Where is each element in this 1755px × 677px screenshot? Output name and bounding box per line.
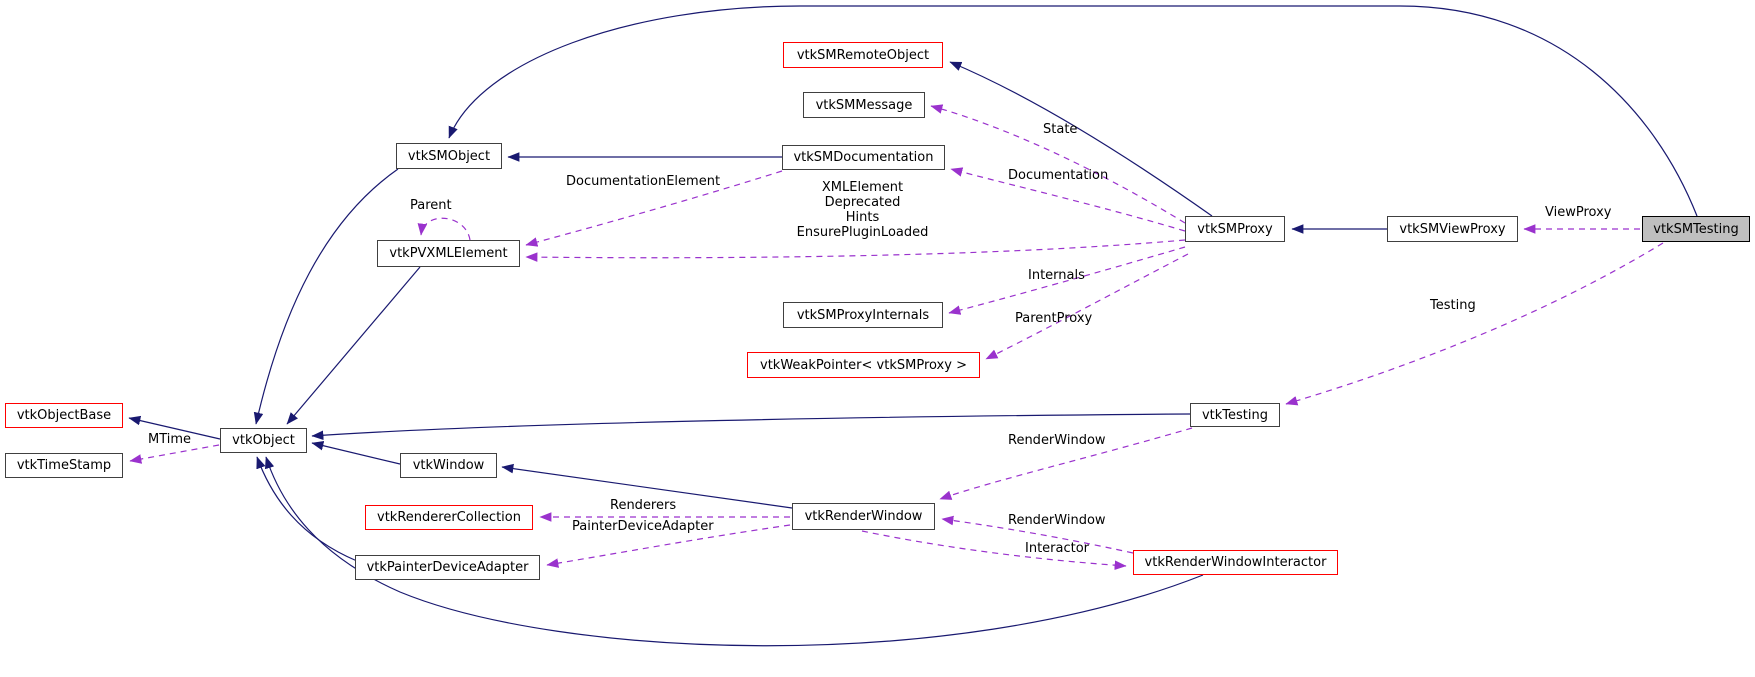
node-vtkSMViewProxy[interactable]: vtkSMViewProxy [1387,216,1518,242]
edge-parentproxy [985,253,1189,360]
node-vtkWindow[interactable]: vtkWindow [400,453,497,478]
node-vtkObjectBase[interactable]: vtkObjectBase [5,403,123,428]
edge-internals [948,246,1186,315]
edge-label-renderwindow-testing: RenderWindow [1008,433,1106,448]
edge-label-mtime: MTime [148,432,192,447]
node-vtkRenderWindow[interactable]: vtkRenderWindow [792,503,935,530]
edge-renderwindow-from-testing [939,427,1193,500]
edge-mtime [129,444,220,464]
edge-label-documentation: Documentation [1008,168,1109,183]
edge-label-renderwindow-interactor: RenderWindow [1008,513,1106,528]
edge-window-to-object [311,440,401,465]
edge-testing-to-object [311,413,1191,441]
node-vtkRendererCollection[interactable]: vtkRendererCollection [365,505,533,530]
node-vtkSMProxyInternals[interactable]: vtkSMProxyInternals [783,302,943,328]
edge-documentation [950,167,1186,232]
edge-documentation-element [525,170,783,247]
edge-pvxmlelement-to-object [286,266,421,425]
node-vtkSMObject[interactable]: vtkSMObject [396,143,502,169]
node-vtkRenderWindowInteractor[interactable]: vtkRenderWindowInteractor [1133,550,1338,575]
node-vtkPainterDeviceAdapter[interactable]: vtkPainterDeviceAdapter [355,555,540,580]
node-vtkPVXMLElement[interactable]: vtkPVXMLElement [377,240,520,267]
node-vtkSMTesting[interactable]: vtkSMTesting [1642,216,1750,242]
edge-label-renderers: Renderers [610,498,677,513]
node-vtkSMProxy[interactable]: vtkSMProxy [1185,216,1285,242]
edge-label-parentproxy: ParentProxy [1015,311,1093,326]
edge-smtesting-to-smobject [448,5,1698,217]
node-vtkTimeStamp[interactable]: vtkTimeStamp [5,453,123,478]
edge-painterdeviceadapter-to-object [256,456,358,562]
node-vtkObject[interactable]: vtkObject [220,428,307,453]
node-vtkSMRemoteObject[interactable]: vtkSMRemoteObject [783,42,943,68]
edge-label-internals: Internals [1028,268,1085,283]
edge-painterdeviceadapter [546,524,791,568]
edge-label-viewproxy: ViewProxy [1545,205,1612,220]
edge-renderwindowinteractor-to-object [264,456,1204,647]
edge-label-xmlelement-group: XMLElement Deprecated Hints EnsurePlugin… [795,180,930,240]
edge-label-deprecated: Deprecated [824,195,901,210]
edge-renderwindow-from-interactor [941,515,1134,554]
edge-label-testing: Testing [1430,298,1476,313]
edge-interactor [861,530,1127,570]
edge-label-interactor: Interactor [1025,541,1090,556]
edge-renderwindow-to-window [501,463,793,509]
edge-smproxy-to-smremoteobject [949,61,1213,217]
node-vtkSMDocumentation[interactable]: vtkSMDocumentation [782,145,945,170]
edge-object-to-objectbase [128,415,221,440]
edge-label-ensure-plugin-loaded: EnsurePluginLoaded [796,225,929,240]
edge-label-hints: Hints [845,210,880,225]
edge-xmlelement-group [525,239,1186,262]
edge-label-parent: Parent [410,198,452,213]
edge-parent-self-loop [417,217,471,241]
edge-label-state: State [1043,122,1078,137]
edge-state [930,104,1186,224]
edge-label-xml-element: XMLElement [821,180,904,195]
node-vtkSMMessage[interactable]: vtkSMMessage [803,92,925,118]
edge-label-documentation-element: DocumentationElement [566,174,721,189]
node-vtkTesting[interactable]: vtkTesting [1190,403,1280,427]
edge-testing [1285,242,1664,406]
edge-smobject-to-object [253,168,399,425]
node-vtkWeakPointer-vtkSMProxy[interactable]: vtkWeakPointer< vtkSMProxy > [747,352,980,378]
edge-label-painterdeviceadapter: PainterDeviceAdapter [572,519,714,534]
